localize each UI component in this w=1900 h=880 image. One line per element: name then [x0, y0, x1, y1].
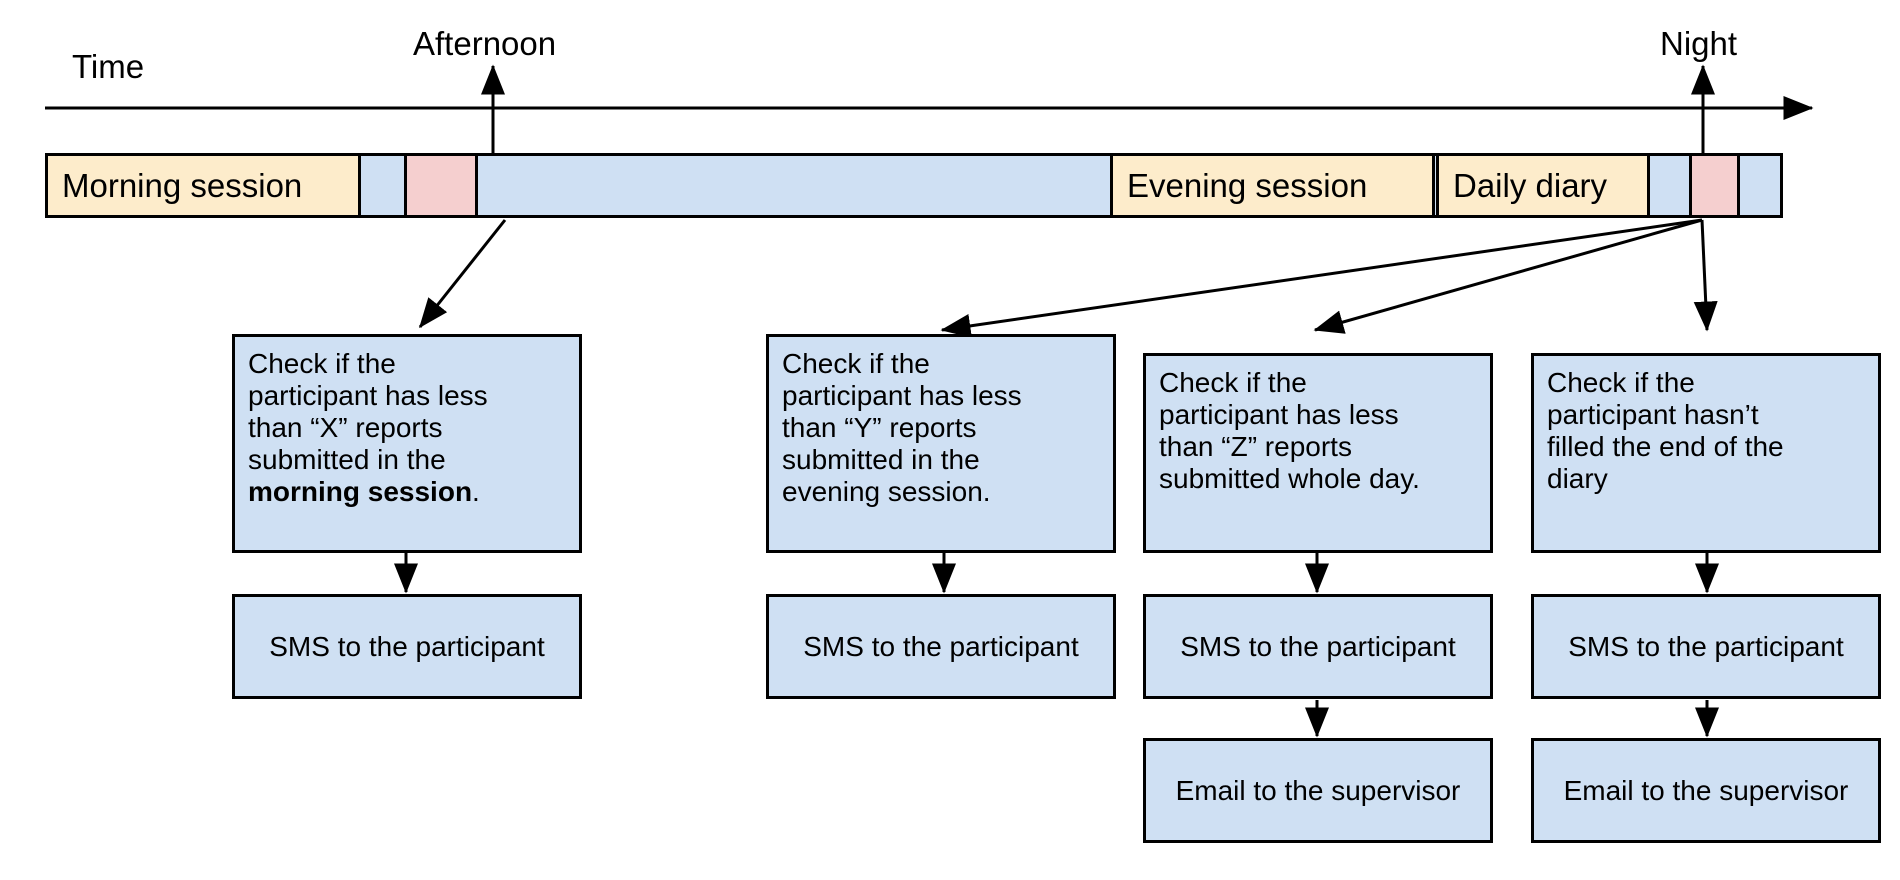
timeline-segment-label: Morning session [62, 167, 303, 204]
action-box-label: SMS to the participant [1568, 630, 1844, 662]
action-box-sms-3[interactable]: SMS to the participant [1143, 594, 1493, 699]
action-box-email-1[interactable]: Email to the supervisor [1143, 738, 1493, 843]
action-box-label: SMS to the participant [803, 630, 1079, 662]
connector-afternoon-to-check-morning [418, 219, 507, 329]
text-line: Check if the [782, 348, 930, 379]
text-line: submitted in the [248, 443, 446, 475]
text-line: diary [1547, 462, 1608, 494]
text-line-emphasis: morning session. [248, 476, 567, 508]
action-box-sms-4[interactable]: SMS to the participant [1531, 594, 1881, 699]
text-line: than “Z” reports [1159, 430, 1352, 462]
action-box-email-2[interactable]: Email to the supervisor [1531, 738, 1881, 843]
action-box-sms-2[interactable]: SMS to the participant [766, 594, 1116, 699]
action-box-sms-1[interactable]: SMS to the participant [232, 594, 582, 699]
action-box-label: Email to the supervisor [1175, 774, 1461, 806]
timeline-segment-morning-session[interactable]: Morning session [48, 156, 361, 215]
text-line: Check if the [248, 348, 396, 379]
check-box-text: Check if the participant has less than “… [769, 337, 1113, 508]
marker-label-afternoon: Afternoon [413, 25, 557, 62]
check-box-text: Check if the participant has less than “… [1146, 356, 1490, 495]
action-box-label: SMS to the participant [1180, 630, 1456, 662]
text-line: submitted whole day. [1159, 462, 1420, 494]
connector-night-to-check-diary-end [1693, 219, 1718, 332]
check-box-text: Check if the participant hasn’t filled t… [1534, 356, 1878, 495]
check-box-whole-day[interactable]: Check if the participant has less than “… [1143, 353, 1493, 553]
timeline-bar: Morning session Evening session Daily di… [45, 153, 1783, 218]
text-line: than “Y” reports [782, 411, 977, 443]
timeline-segment-gap-3 [1435, 156, 1439, 215]
text-line: than “X” reports [248, 411, 443, 443]
text-line: Check if the [1159, 367, 1307, 398]
check-box-text: Check if the participant has less than “… [235, 337, 579, 508]
check-box-morning[interactable]: Check if the participant has less than “… [232, 334, 582, 553]
action-box-label: SMS to the participant [269, 630, 545, 662]
text-line: participant has less [248, 379, 488, 411]
timeline-segment-label: Daily diary [1453, 167, 1608, 204]
timeline-segment-gap-2 [478, 156, 1113, 215]
action-box-label: Email to the supervisor [1563, 774, 1849, 806]
time-axis-label: Time [72, 48, 145, 85]
text-line: participant has less [782, 379, 1022, 411]
connector-night-to-check-evening [940, 218, 1703, 338]
text-line: Check if the [1547, 367, 1695, 398]
connector-night-to-check-whole-day [1313, 218, 1703, 334]
timeline-segment-daily-diary[interactable]: Daily diary [1439, 156, 1650, 215]
emphasis-text: morning session [248, 475, 473, 507]
check-box-diary-end[interactable]: Check if the participant hasn’t filled t… [1531, 353, 1881, 553]
emphasis-suffix: . [472, 475, 480, 507]
timeline-segment-night-check[interactable] [1692, 156, 1740, 215]
timeline-segment-evening-session[interactable]: Evening session [1113, 156, 1435, 215]
text-line: participant has less [1159, 398, 1399, 430]
text-line: participant hasn’t [1547, 398, 1759, 430]
timeline-segment-gap-5 [1740, 156, 1780, 215]
text-line: filled the end of the [1547, 430, 1784, 462]
marker-label-night: Night [1660, 25, 1738, 62]
timeline-segment-afternoon-check[interactable] [407, 156, 478, 215]
check-box-evening[interactable]: Check if the participant has less than “… [766, 334, 1116, 553]
text-line: evening session. [782, 475, 991, 507]
timeline-segment-label: Evening session [1127, 167, 1368, 204]
text-line: submitted in the [782, 443, 980, 475]
timeline-segment-gap-4 [1650, 156, 1692, 215]
timeline-segment-gap-1 [361, 156, 407, 215]
